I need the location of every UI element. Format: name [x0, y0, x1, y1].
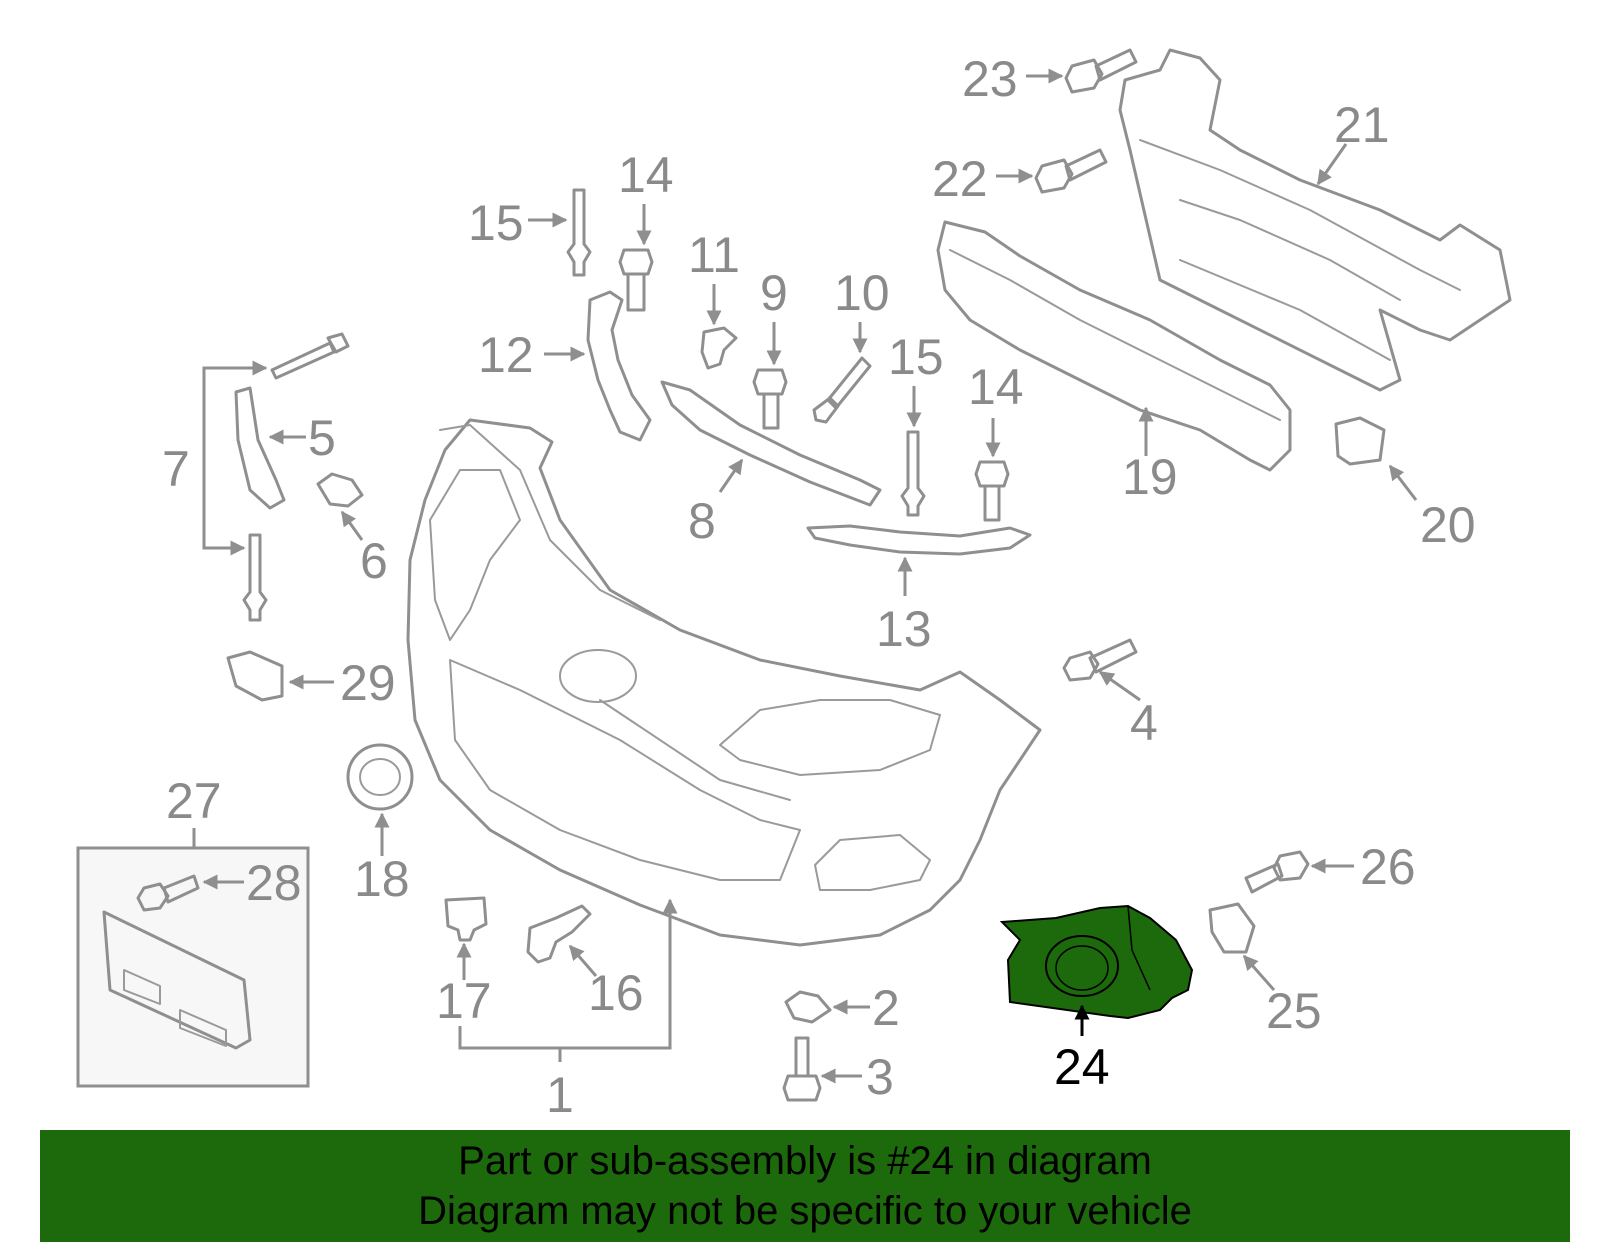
banner-line-1: Part or sub-assembly is #24 in diagram	[458, 1139, 1152, 1183]
bumper-cover-drawing	[406, 418, 1042, 947]
callout-18: 18	[354, 851, 410, 907]
callout-22: 22	[932, 151, 988, 207]
callout-7: 7	[162, 441, 190, 497]
callout-10: 10	[834, 265, 890, 321]
callout-12: 12	[478, 327, 534, 383]
callout-14-right: 14	[968, 359, 1024, 415]
callout-2: 2	[872, 980, 900, 1036]
callout-5: 5	[308, 410, 336, 466]
callout-19: 19	[1122, 449, 1178, 505]
callout-14-upper: 14	[618, 147, 674, 203]
callout-26: 26	[1360, 839, 1416, 895]
callout-25: 25	[1266, 983, 1322, 1039]
highlighted-part-24	[999, 904, 1194, 1020]
callout-17: 17	[436, 973, 492, 1029]
parts-diagram: 1 2 3 4 5 6 7 8 9 10 11 12 13 14 14 15 1…	[76, 48, 1512, 1123]
callout-13: 13	[876, 601, 932, 657]
banner-line-2: Diagram may not be specific to your vehi…	[418, 1189, 1192, 1233]
callout-15-upper: 15	[468, 195, 524, 251]
callout-labels: 1 2 3 4 5 6 7 8 9 10 11 12 13 14 14 15 1…	[162, 51, 1476, 1123]
callout-8: 8	[688, 493, 716, 549]
callout-29: 29	[340, 655, 396, 711]
callout-27: 27	[166, 773, 222, 829]
callout-15-right: 15	[888, 329, 944, 385]
callout-24: 24	[1054, 1039, 1110, 1095]
fastener-drawings	[226, 48, 1386, 1102]
leader-lines	[192, 68, 1418, 1084]
callout-20: 20	[1420, 497, 1476, 553]
callout-1: 1	[546, 1067, 574, 1123]
callout-28: 28	[246, 855, 302, 911]
callout-6: 6	[360, 533, 388, 589]
callout-11: 11	[688, 227, 740, 283]
absorber-drawing	[936, 220, 1292, 472]
info-banner: Part or sub-assembly is #24 in diagram D…	[40, 1130, 1570, 1242]
callout-21: 21	[1334, 97, 1390, 153]
callout-4: 4	[1130, 695, 1158, 751]
reinforcement-drawing	[1118, 48, 1512, 392]
callout-23: 23	[962, 51, 1018, 107]
callout-3: 3	[866, 1049, 894, 1105]
callout-16: 16	[588, 965, 644, 1021]
inset-27	[76, 846, 310, 1088]
upper-bracket-drawings	[586, 290, 1032, 556]
callout-9: 9	[760, 265, 788, 321]
